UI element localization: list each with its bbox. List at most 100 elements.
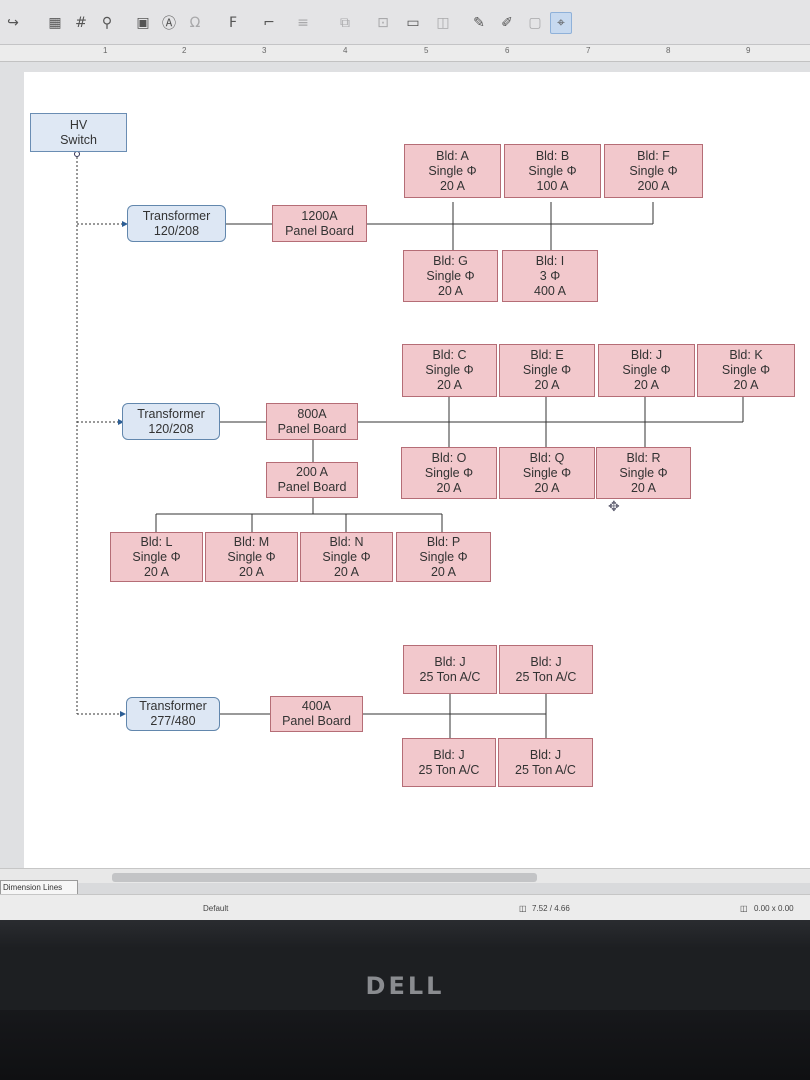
panel-label: Panel Board [285, 223, 354, 238]
bld-phase: Single Φ [322, 549, 371, 564]
bld-phase: Single Φ [424, 465, 474, 480]
align-icon[interactable]: ≡ [297, 15, 309, 31]
bld-amps: 20 A [436, 378, 463, 392]
bld-name: Bld: A [436, 148, 469, 163]
bld-amps: 20 A [630, 480, 657, 495]
bld-p-box[interactable]: Bld: P Single Φ 20 A [396, 532, 491, 582]
bld-n-box[interactable]: Bld: N Single Φ 20 A [300, 532, 393, 582]
panel-label: Panel Board [282, 714, 351, 728]
bld-c-box[interactable]: Bld: C Single Φ 20 A [402, 344, 497, 397]
bld-name: Bld: P [426, 534, 461, 549]
size-icon: ◫ [740, 904, 748, 913]
panel-board-800a[interactable]: 800A Panel Board [266, 403, 358, 440]
transformer-voltage: 120/208 [153, 223, 200, 238]
panel-label: Panel Board [277, 480, 347, 494]
panel-rating: 400A [301, 699, 332, 713]
bld-name: Bld: J [434, 654, 466, 669]
arrange-icon[interactable]: ⧉ [340, 15, 350, 31]
bld-load: 25 Ton A/C [515, 669, 577, 684]
points-icon[interactable]: ✎ [473, 15, 485, 31]
bld-name: Bld: Q [529, 450, 565, 465]
scrollbar-thumb[interactable] [112, 873, 537, 882]
bld-a-box[interactable]: Bld: A Single Φ 20 A [404, 144, 501, 198]
crop-icon[interactable]: ▭ [406, 15, 420, 31]
bld-phase: Single Φ [522, 465, 572, 480]
bld-q-box[interactable]: Bld: Q Single Φ 20 A [499, 447, 595, 499]
glue-icon[interactable]: ✐ [501, 15, 513, 31]
bld-phase: 3 Φ [539, 268, 561, 283]
bld-phase: Single Φ [132, 549, 181, 564]
bld-phase: Single Φ [522, 363, 572, 377]
image-icon[interactable]: ▣ [136, 15, 150, 31]
fontwork-icon[interactable]: F [228, 15, 238, 31]
transformer-1[interactable]: Transformer 120/208 [127, 205, 226, 242]
bld-name: Bld: J [529, 747, 562, 762]
bld-phase: Single Φ [227, 549, 276, 564]
bld-f-box[interactable]: Bld: F Single Φ 200 A [604, 144, 703, 198]
layer-tab[interactable]: Dimension Lines [0, 880, 78, 895]
bld-k-box[interactable]: Bld: K Single Φ 20 A [697, 344, 795, 397]
panel-board-400a[interactable]: 400A Panel Board [270, 696, 363, 732]
bld-l-box[interactable]: Bld: L Single Φ 20 A [110, 532, 203, 582]
transformer-label: Transformer [137, 406, 205, 421]
zoom-icon[interactable]: ⚲ [101, 15, 113, 31]
bld-b-box[interactable]: Bld: B Single Φ 100 A [504, 144, 601, 198]
bld-amps: 100 A [536, 178, 569, 193]
desk-surface [0, 1010, 810, 1080]
position-readout: 7.52 / 4.66 [532, 904, 570, 913]
bld-load: 25 Ton A/C [419, 669, 481, 684]
bld-j-ac-box[interactable]: Bld: J 25 Ton A/C [403, 645, 497, 694]
hv-switch-box[interactable]: HV Switch [30, 113, 127, 152]
bld-name: Bld: L [140, 534, 173, 549]
bld-name: Bld: F [637, 148, 670, 163]
filter-icon[interactable]: ◫ [436, 15, 450, 31]
panel-board-1200a[interactable]: 1200A Panel Board [272, 205, 367, 242]
panel-board-200a[interactable]: 200 A Panel Board [266, 462, 358, 498]
ruler-tick: 1 [103, 46, 108, 55]
connector-lines [74, 151, 744, 738]
transformer-label: Transformer [142, 208, 211, 223]
connector-icon[interactable]: ⌐ [263, 15, 275, 31]
drawing-toolbar: ↪ ▦ # ⚲ ▣ Ⓐ Ω F ⌐ ≡ ⧉ ⊡ ▭ ◫ ✎ ✐ ▢ ⌖ [0, 0, 810, 45]
transformer-voltage: 277/480 [150, 714, 196, 728]
bld-g-box[interactable]: Bld: G Single Φ 20 A [403, 250, 498, 302]
textbox-icon[interactable]: Ⓐ [162, 16, 176, 32]
bld-amps: 20 A [439, 178, 466, 193]
undo-icon[interactable]: ↪ [7, 15, 19, 31]
bld-name: Bld: B [535, 148, 570, 163]
bld-o-box[interactable]: Bld: O Single Φ 20 A [401, 447, 497, 499]
bld-name: Bld: E [530, 348, 564, 362]
bld-j-ac-box[interactable]: Bld: J 25 Ton A/C [498, 738, 593, 787]
hv-switch-line1: HV [69, 117, 88, 132]
bld-amps: 400 A [534, 283, 566, 298]
extrusion-icon[interactable]: ▢ [528, 15, 542, 31]
bld-i-box[interactable]: Bld: I 3 Φ 400 A [502, 250, 598, 302]
grid-icon[interactable]: ▦ [48, 15, 62, 31]
hash-icon[interactable]: # [75, 15, 87, 31]
drawing-canvas[interactable]: HV Switch Transformer 120/208 1200A Pane… [0, 62, 810, 868]
bld-amps: 20 A [534, 378, 560, 392]
transformer-2[interactable]: Transformer 120/208 [122, 403, 220, 440]
bld-amps: 20 A [436, 480, 462, 495]
bld-name: Bld: J [630, 348, 663, 362]
helplines-icon[interactable]: ⌖ [550, 12, 572, 34]
bld-amps: 200 A [637, 178, 670, 193]
hv-switch-line2: Switch [60, 132, 97, 147]
bld-j-ac-box[interactable]: Bld: J 25 Ton A/C [499, 645, 593, 694]
bld-name: Bld: I [535, 253, 565, 268]
bld-phase: Single Φ [428, 163, 477, 178]
bld-m-box[interactable]: Bld: M Single Φ 20 A [205, 532, 298, 582]
bld-e-box[interactable]: Bld: E Single Φ 20 A [499, 344, 595, 397]
bld-phase: Single Φ [425, 363, 474, 377]
bld-j-ac-box[interactable]: Bld: J 25 Ton A/C [402, 738, 496, 787]
special-char-icon[interactable]: Ω [189, 15, 201, 31]
bld-amps: 20 A [437, 283, 464, 298]
drawing-page[interactable]: HV Switch Transformer 120/208 1200A Pane… [24, 72, 810, 868]
shadow-icon[interactable]: ⊡ [377, 15, 389, 31]
transformer-3[interactable]: Transformer 277/480 [126, 697, 220, 731]
bld-j-box[interactable]: Bld: J Single Φ 20 A [598, 344, 695, 397]
horizontal-scrollbar[interactable] [0, 868, 810, 883]
bld-name: Bld: C [432, 348, 467, 362]
bld-amps: 20 A [430, 564, 457, 579]
bld-r-box[interactable]: Bld: R Single Φ 20 A [596, 447, 691, 499]
